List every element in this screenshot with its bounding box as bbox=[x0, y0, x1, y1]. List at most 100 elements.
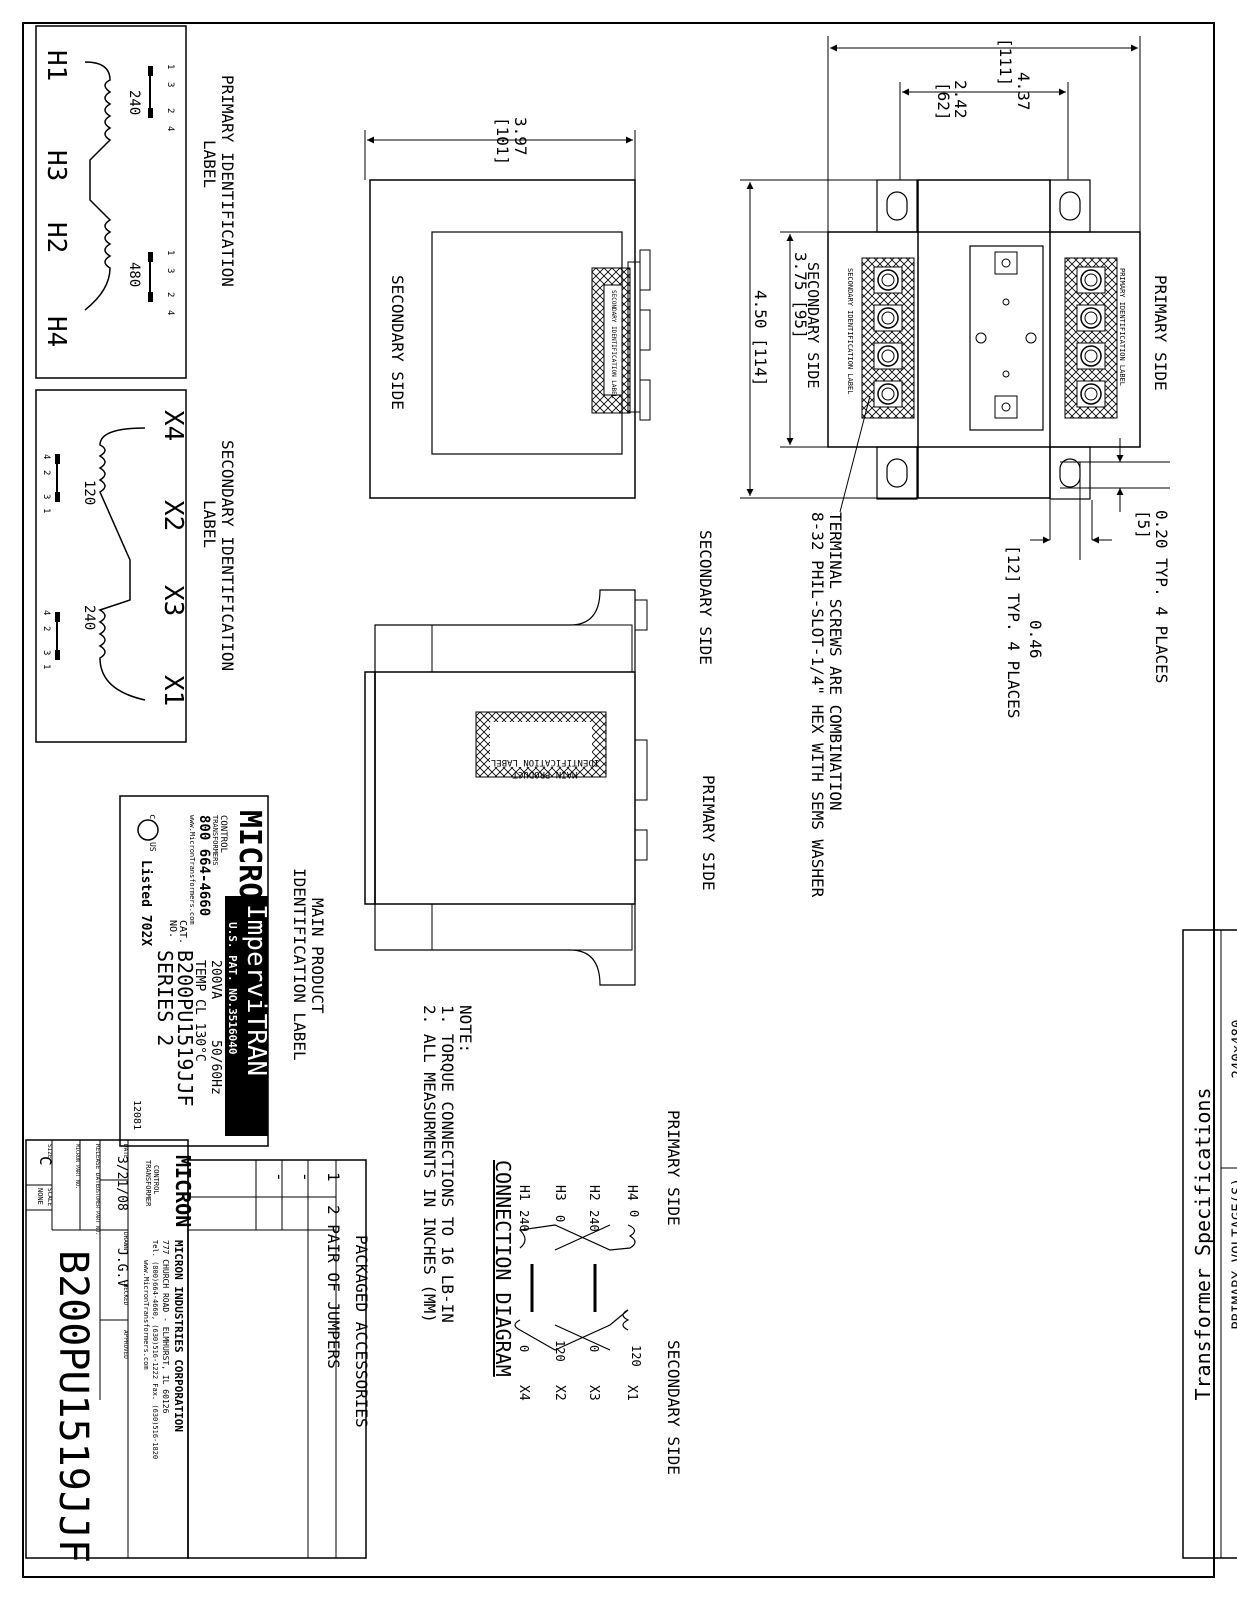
tb-size-lbl: SIZE bbox=[46, 1144, 53, 1159]
cd-title: CONNECTION DIAGRAM bbox=[491, 1160, 515, 1377]
drawing-sheet bbox=[22, 22, 1215, 1578]
dim-2-42-mm: [62] bbox=[934, 82, 953, 121]
note-1: 1. TORQUE CONNECTIONS TO 16 LB-IN bbox=[438, 1005, 457, 1323]
connection-diagram: PRIMARY SIDE SECONDARY SIDE CONNECTION D… bbox=[491, 1110, 683, 1475]
cd-p240b: 240 bbox=[517, 1210, 531, 1232]
accessories-table: PACKAGED ACCESSORIES 1 2 PAIR OF JUMPERS… bbox=[187, 1159, 371, 1559]
accessory-desc-1: 2 PAIR OF JUMPERS bbox=[324, 1205, 343, 1369]
accessories-title: PACKAGED ACCESSORIES bbox=[352, 1235, 371, 1428]
dim-0-20: 0.20 TYP. 4 PLACES bbox=[1152, 510, 1171, 683]
tb-approved-lbl: APPROVED bbox=[122, 1330, 129, 1359]
main-label-phone: 800 664-4660 bbox=[196, 815, 212, 916]
title-block: MICRON CONTROL TRANSFORMER MICRON INDUST… bbox=[25, 1139, 195, 1563]
secondary-pin-3b: 3 bbox=[41, 650, 51, 655]
primary-pin-1b: 1 bbox=[165, 250, 175, 255]
accessory-qty-2: - bbox=[296, 1172, 315, 1182]
main-label-product: ImperviTRAN bbox=[241, 904, 271, 1076]
dim-4-37-mm: [111] bbox=[996, 38, 1015, 86]
primary-h1: H1 bbox=[41, 50, 71, 81]
cd-x3: X3 bbox=[586, 1385, 601, 1401]
dim-4-37: 4.37 bbox=[1014, 72, 1033, 111]
main-label-brand-sub1: CONTROL bbox=[218, 815, 228, 853]
main-label-web: www.MicronTransformers.com bbox=[188, 815, 196, 925]
tb-partno-lbl: MICRON PART NO. bbox=[74, 1144, 80, 1189]
top-secondary-side: SECONDARY SIDE bbox=[804, 262, 822, 388]
tb-drawn: J.G.V bbox=[114, 1248, 129, 1287]
secondary-pin-2a: 2 bbox=[41, 470, 51, 475]
secondary-panel-title-2: LABEL bbox=[200, 500, 219, 548]
tb-size: C bbox=[36, 1156, 55, 1166]
pri-id-label-small: PRIMARY IDENTIFICATION LABEL bbox=[1118, 268, 1126, 386]
cd-h4: H4 bbox=[624, 1185, 639, 1201]
primary-id-panel: PRIMARY IDENTIFICATION LABEL H1 H3 H2 H4… bbox=[35, 25, 237, 379]
cd-s0b: 0 bbox=[517, 1345, 531, 1352]
main-label-listed: Listed 702X bbox=[138, 860, 153, 946]
primary-pin-4b: 4 bbox=[165, 310, 175, 315]
secondary-x4: X4 bbox=[158, 410, 188, 441]
dim-3-97: 3.97 bbox=[511, 117, 530, 156]
primary-pin-2a: 2 bbox=[165, 108, 175, 113]
dim-4-50: 4.50 [114] bbox=[751, 290, 770, 386]
dim-3-75: 3.75 [95] bbox=[791, 252, 810, 339]
secondary-pin-1a: 1 bbox=[41, 508, 51, 513]
main-label-caption-1: MAIN PRODUCT bbox=[308, 898, 327, 1014]
spec-label-0: PRIMARY VOLTAGE(S) bbox=[1230, 1178, 1237, 1330]
note-2: 2. ALL MEASURMENTS IN INCHES (MM) bbox=[420, 1005, 439, 1323]
accessory-qty-3: - bbox=[270, 1172, 289, 1182]
main-label-series: SERIES 2 bbox=[153, 950, 177, 1046]
dim-0-46: 0.46 bbox=[1026, 620, 1045, 659]
tb-scale-lbl: SCALE bbox=[46, 1188, 53, 1206]
front-side-view: MAIN PRODUCT IDENTIFICATION LABEL SECOND… bbox=[364, 530, 718, 986]
tb-date-lbl: DATE bbox=[122, 1144, 129, 1159]
primary-v240: 240 bbox=[126, 90, 142, 115]
top-primary-side: PRIMARY SIDE bbox=[1151, 275, 1170, 391]
cd-x4: X4 bbox=[516, 1385, 531, 1401]
ul-us: US bbox=[148, 842, 157, 852]
secondary-pin-4a: 4 bbox=[41, 454, 51, 459]
secondary-pin-1b: 1 bbox=[41, 664, 51, 669]
tb-address: 777 CHURCH ROAD - ELMHURST, IL 60126 bbox=[161, 1240, 170, 1414]
accessory-qty-1: 1 bbox=[324, 1172, 343, 1182]
main-id-label-1: MAIN PRODUCT bbox=[512, 769, 578, 779]
tb-drawn-lbl: DRAWN bbox=[122, 1232, 129, 1250]
tb-company: MICRON INDUSTRIES CORPORATION bbox=[172, 1240, 185, 1432]
main-label-patent: U.S. PAT. NO.3516040 bbox=[226, 922, 239, 1054]
primary-h3: H3 bbox=[41, 150, 71, 181]
cd-s120b: 120 bbox=[553, 1340, 567, 1362]
main-id-label-2: IDENTIFICATION LABEL bbox=[491, 757, 599, 767]
main-label-hz: 50/60Hz bbox=[208, 1040, 223, 1095]
tb-customer-lbl: CUSTOMER PART NO. bbox=[94, 1184, 100, 1235]
main-label-caption-2: IDENTIFICATION LABEL bbox=[290, 868, 309, 1061]
secondary-pin-2b: 2 bbox=[41, 626, 51, 631]
secondary-x1: X1 bbox=[158, 675, 188, 706]
main-label-temp: TEMP CL 130°C bbox=[192, 960, 207, 1062]
secondary-x2: X2 bbox=[158, 500, 188, 531]
cd-x2: X2 bbox=[552, 1385, 567, 1401]
cd-p240a: 240 bbox=[587, 1210, 601, 1232]
cd-s0a: 0 bbox=[587, 1345, 601, 1352]
main-label-code: 12081 bbox=[131, 1100, 142, 1130]
primary-pin-3a: 3 bbox=[165, 82, 175, 87]
notes: NOTE: 1. TORQUE CONNECTIONS TO 16 LB-IN … bbox=[420, 1005, 475, 1323]
main-label-cat1: CAT. bbox=[177, 920, 188, 944]
tb-logo-sub1: CONTROL bbox=[152, 1165, 160, 1195]
secondary-pin-4b: 4 bbox=[41, 610, 51, 615]
cd-h1: H1 bbox=[516, 1185, 531, 1201]
terminal-note-1: TERMINAL SCREWS ARE COMBINATION bbox=[826, 512, 845, 811]
primary-pin-2b: 2 bbox=[165, 292, 175, 297]
secondary-side-label: SECONDARY SIDE bbox=[388, 275, 407, 410]
cd-x1: X1 bbox=[624, 1385, 639, 1401]
tb-tel: Tel. (800)664-4660, (630)516-1222 Fax. (… bbox=[151, 1240, 159, 1459]
tb-release-lbl: RELEASE DATE bbox=[94, 1144, 101, 1188]
sec-view-id-label: SECONDARY IDENTIFICATION LABEL bbox=[610, 290, 617, 399]
tb-logo-sub2: TRANSFORMER bbox=[144, 1160, 152, 1207]
spec-table: Transformer Specifications PRIMARY VOLTA… bbox=[1182, 929, 1237, 1559]
sec-id-label-small: SECONDARY IDENTIFICATION LABEL bbox=[846, 268, 854, 394]
secondary-pin-3a: 3 bbox=[41, 494, 51, 499]
secondary-x3: X3 bbox=[158, 585, 188, 616]
secondary-side-view: 3.97 [101] SECONDARY SIDE SECONDARY IDEN… bbox=[364, 117, 651, 499]
primary-panel-title-2: LABEL bbox=[200, 140, 219, 188]
terminal-note-2: 8-32 PHIL-SLOT-1/4" HEX WITH SEMS WASHER bbox=[808, 512, 827, 898]
ul-c: c bbox=[147, 814, 157, 819]
